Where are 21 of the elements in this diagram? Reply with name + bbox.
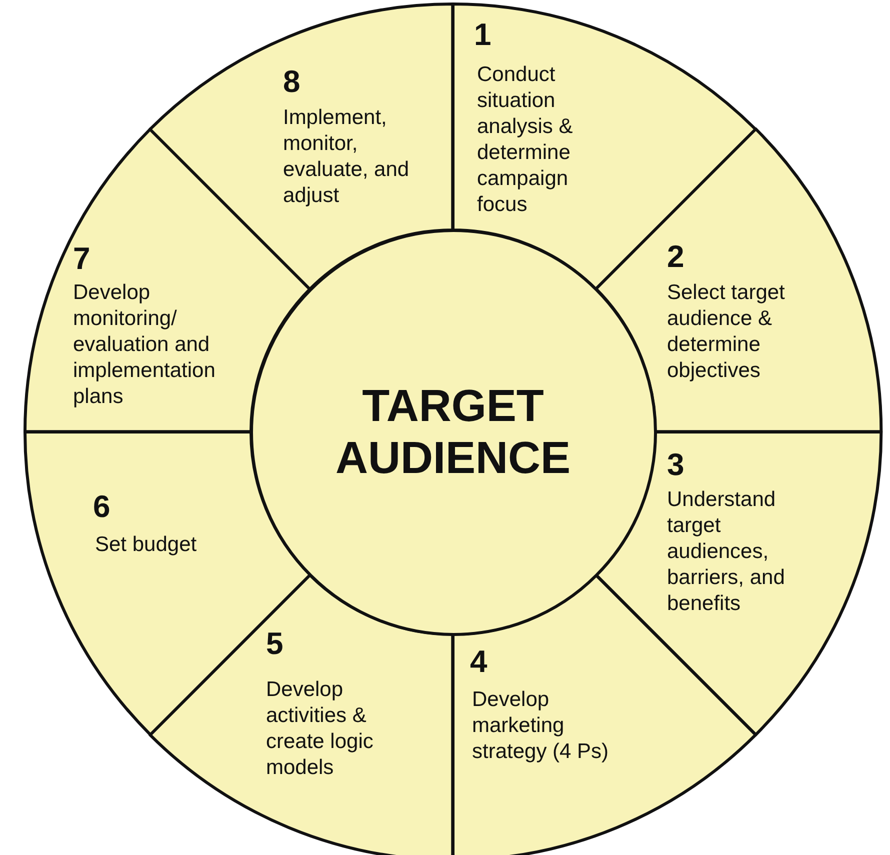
step-description: Implement, monitor, evaluate, and adjust <box>282 105 410 209</box>
step-description: Develop monitoring/ evaluation and implementation plans <box>73 280 216 410</box>
step-description: Conduct situation analysis & determine campaign focus <box>477 62 574 218</box>
step-description: Understand target audiences, barriers, and benefits <box>666 487 786 617</box>
step-number: 8 <box>282 65 300 99</box>
step-description: Select target audience & determine objectives <box>666 280 786 384</box>
center-title: TARGET AUDIENCE <box>334 380 572 484</box>
wheel-segment <box>596 432 881 735</box>
step-number: 3 <box>666 448 684 482</box>
step-description: Develop marketing strategy (4 Ps) <box>472 686 610 765</box>
wheel-segment <box>150 4 453 290</box>
step-number: 5 <box>266 626 284 661</box>
step-number: 2 <box>666 240 684 274</box>
step-number: 7 <box>73 242 90 276</box>
step-description: Set budget <box>95 532 198 558</box>
step-number: 6 <box>93 490 110 524</box>
step-number: 1 <box>474 18 492 52</box>
wheel-segment <box>596 129 881 432</box>
step-number: 4 <box>470 644 488 679</box>
step-description: Develop activities & create logic models <box>266 676 374 781</box>
wheel-segment <box>150 574 453 855</box>
